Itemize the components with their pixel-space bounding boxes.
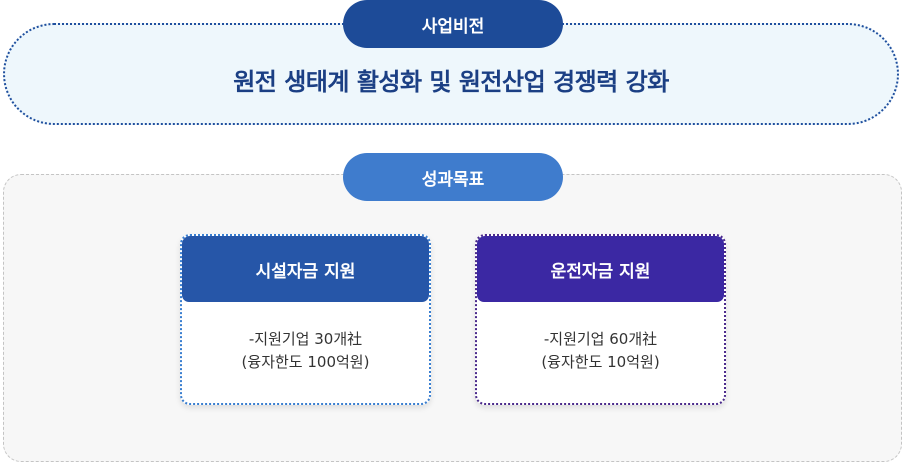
facility-fund-card: 시설자금 지원 -지원기업 30개社 (융자한도 100억원) bbox=[180, 234, 431, 405]
vision-statement: 원전 생태계 활성화 및 원전산업 경쟁력 강화 bbox=[233, 67, 669, 96]
facility-fund-companies: -지원기업 30개社 bbox=[248, 330, 363, 348]
operating-fund-title: 운전자금 지원 bbox=[477, 236, 724, 302]
operating-fund-body: -지원기업 60개社 (융자한도 10억원) bbox=[477, 302, 724, 400]
vision-label: 사업비전 bbox=[343, 0, 563, 48]
goal-box bbox=[3, 174, 902, 462]
facility-fund-body: -지원기업 30개社 (융자한도 100억원) bbox=[182, 302, 429, 400]
facility-fund-limit: (융자한도 100억원) bbox=[241, 353, 370, 371]
facility-fund-title: 시설자금 지원 bbox=[182, 236, 429, 302]
operating-fund-card: 운전자금 지원 -지원기업 60개社 (융자한도 10억원) bbox=[475, 234, 726, 405]
operating-fund-companies: -지원기업 60개社 bbox=[543, 330, 658, 348]
goal-label: 성과목표 bbox=[343, 153, 563, 201]
operating-fund-limit: (융자한도 10억원) bbox=[541, 353, 660, 371]
